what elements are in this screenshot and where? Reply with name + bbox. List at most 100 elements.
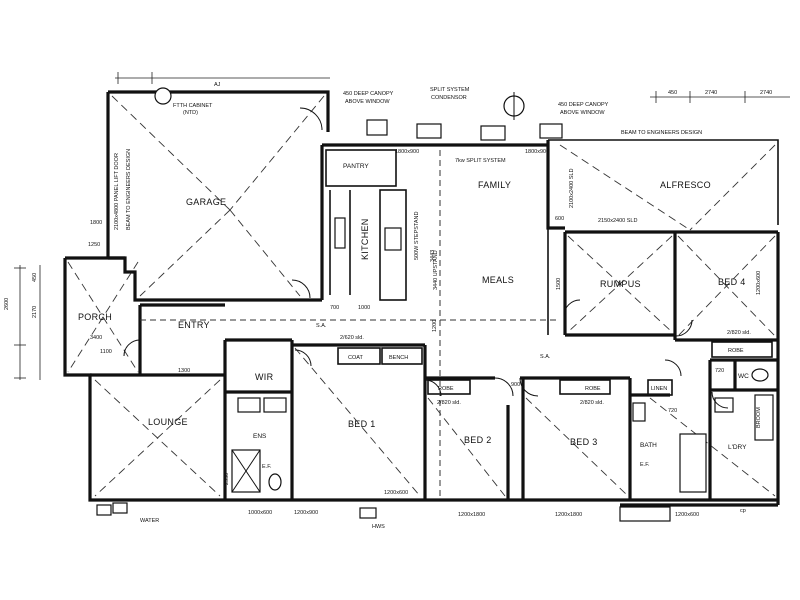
room-kitchen: KITCHEN (360, 218, 370, 260)
dim-window-bath: 1200x600 (675, 512, 699, 518)
dim-2550: 2550 (224, 473, 230, 485)
laundry-tub (714, 397, 734, 413)
room-wc: WC (738, 373, 749, 380)
note-beam: BEAM TO ENGINEERS DESIGN (621, 130, 702, 136)
dim-900: 900 (511, 382, 520, 388)
dim-window-1800x900-a: 1800x900 (395, 149, 419, 155)
room-bed4: BED 4 (718, 277, 746, 287)
room-broom: BROOM (756, 407, 762, 428)
dim-450-right: 450 (668, 90, 677, 96)
note-ftth: FTTH CABINET (173, 103, 213, 109)
kitchen-sink (384, 227, 402, 251)
room-ens: ENS (253, 433, 267, 440)
note-canopy-2a: 450 DEEP CANOPY (558, 102, 609, 108)
dim-window-lounge: 1200x900 (294, 510, 318, 516)
note-canopy-1b: ABOVE WINDOW (345, 99, 390, 105)
vanity-ens-1 (237, 397, 261, 413)
room-robe-bed3: ROBE (585, 386, 601, 392)
room-robe-bed2: ROBE (438, 386, 454, 392)
wc-toilet (751, 368, 769, 382)
room-bench: BENCH (389, 355, 408, 361)
roof-lines (67, 95, 776, 500)
room-coat: COAT (348, 355, 364, 361)
note-ftth-sub: (NTD) (183, 110, 198, 116)
canopy-window-left (366, 119, 388, 136)
dim-window-bed2: 1200x1800 (458, 512, 485, 518)
dim-1100: 1100 (100, 349, 112, 355)
dim-720-b: 720 (668, 408, 677, 414)
dim-1800-left: 1800 (90, 220, 102, 226)
aj-top: AJ (214, 82, 221, 88)
room-rumpus: RUMPUS (600, 279, 641, 289)
split-system-unit (480, 125, 506, 141)
note-sliding-robe-4: 2/820 sld. (727, 330, 751, 336)
broom-cupboard (754, 394, 774, 441)
room-bed3: BED 3 (570, 437, 598, 447)
meter (96, 504, 112, 516)
room-bath: BATH (640, 442, 657, 449)
dim-3400: 3400 (90, 335, 102, 341)
room-meals: MEALS (482, 275, 514, 285)
note-smoke-alarm-2: S.A. (316, 323, 327, 329)
dim-450-left: 450 (32, 273, 38, 282)
note-garage-door-a: 2100x4800 PANEL LIFT DOOR (114, 153, 120, 230)
vanity-ens-2 (263, 397, 287, 413)
dim-700: 700 (330, 305, 339, 311)
note-canopy-1a: 450 DEEP CANOPY (343, 91, 394, 97)
room-porch: PORCH (78, 312, 112, 322)
room-linen: LINEN (651, 386, 667, 392)
dim-2170: 2170 (32, 306, 38, 318)
dim-window-1800x900-b: 1800x900 (525, 149, 549, 155)
dim-1000: 1000 (358, 305, 370, 311)
dim-2600: 2600 (4, 298, 10, 310)
dim-1250: 1250 (88, 242, 100, 248)
room-labels: GARAGE PORCH ENTRY LOUNGE KITCHEN PANTRY… (78, 163, 762, 451)
condensor-unit (416, 123, 442, 139)
room-bed1: BED 1 (348, 419, 376, 429)
top-dimensions: 2740 450 2740 AJ (115, 72, 790, 103)
note-ef-bath: E.F. (640, 462, 650, 468)
room-lounge: LOUNGE (148, 417, 188, 427)
doors (123, 107, 729, 409)
dim-window-bed3: 1200x1800 (555, 512, 582, 518)
dim-window-bed1: 1200x600 (384, 490, 408, 496)
note-stepstand: 500W STEPSTAND (414, 211, 420, 260)
canopy-window-right (539, 123, 563, 139)
dim-window-ens: 1000x600 (248, 510, 272, 516)
dim-1200: 1200 (432, 320, 438, 332)
room-laundry: L'DRY (728, 444, 747, 451)
dim-600: 600 (555, 216, 564, 222)
note-smoke-alarm-1: S.A. (540, 354, 551, 360)
room-alfresco: ALFRESCO (660, 180, 711, 190)
left-dimensions: 2600 2170 450 1800 1250 (4, 220, 102, 380)
note-hws: HWS (372, 524, 385, 530)
dim-3443: 3443 (430, 250, 436, 262)
dim-720-a: 720 (715, 368, 724, 374)
note-upstand: 3440 UPSTAND (433, 250, 439, 290)
steps (619, 506, 671, 522)
bathtub (679, 433, 707, 493)
dim-1300: 1300 (178, 368, 190, 374)
hws-unit (359, 507, 377, 519)
note-split-system: 7kw SPLIT SYSTEM (455, 158, 506, 164)
note-slider-2: 2150x2400 SLD (598, 218, 637, 224)
annotations: FTTH CABINET (NTD) 450 DEEP CANOPY ABOVE… (114, 87, 751, 530)
note-split-cond-a: SPLIT SYSTEM (430, 87, 470, 93)
room-garage: GARAGE (186, 197, 226, 207)
cooktop (334, 217, 346, 249)
note-sliding-robe-1: 2/620 sld. (340, 335, 364, 341)
internal-walls (90, 149, 778, 500)
note-ef-ens: E.F. (262, 464, 272, 470)
room-bed2: BED 2 (464, 435, 492, 445)
room-pantry: PANTRY (343, 163, 369, 170)
ens-toilet (268, 473, 282, 491)
room-wir: WIR (255, 372, 274, 382)
dim-2740-far-right: 2740 (760, 90, 772, 96)
dim-2740-right: 2740 (705, 90, 717, 96)
dim-window-bed4: 1200x600 (756, 271, 762, 295)
note-water: WATER (140, 518, 159, 524)
external-walls (63, 90, 780, 507)
fixtures (96, 87, 774, 522)
note-garage-door-b: BEAM TO ENGINEERS DESIGN (126, 149, 132, 230)
